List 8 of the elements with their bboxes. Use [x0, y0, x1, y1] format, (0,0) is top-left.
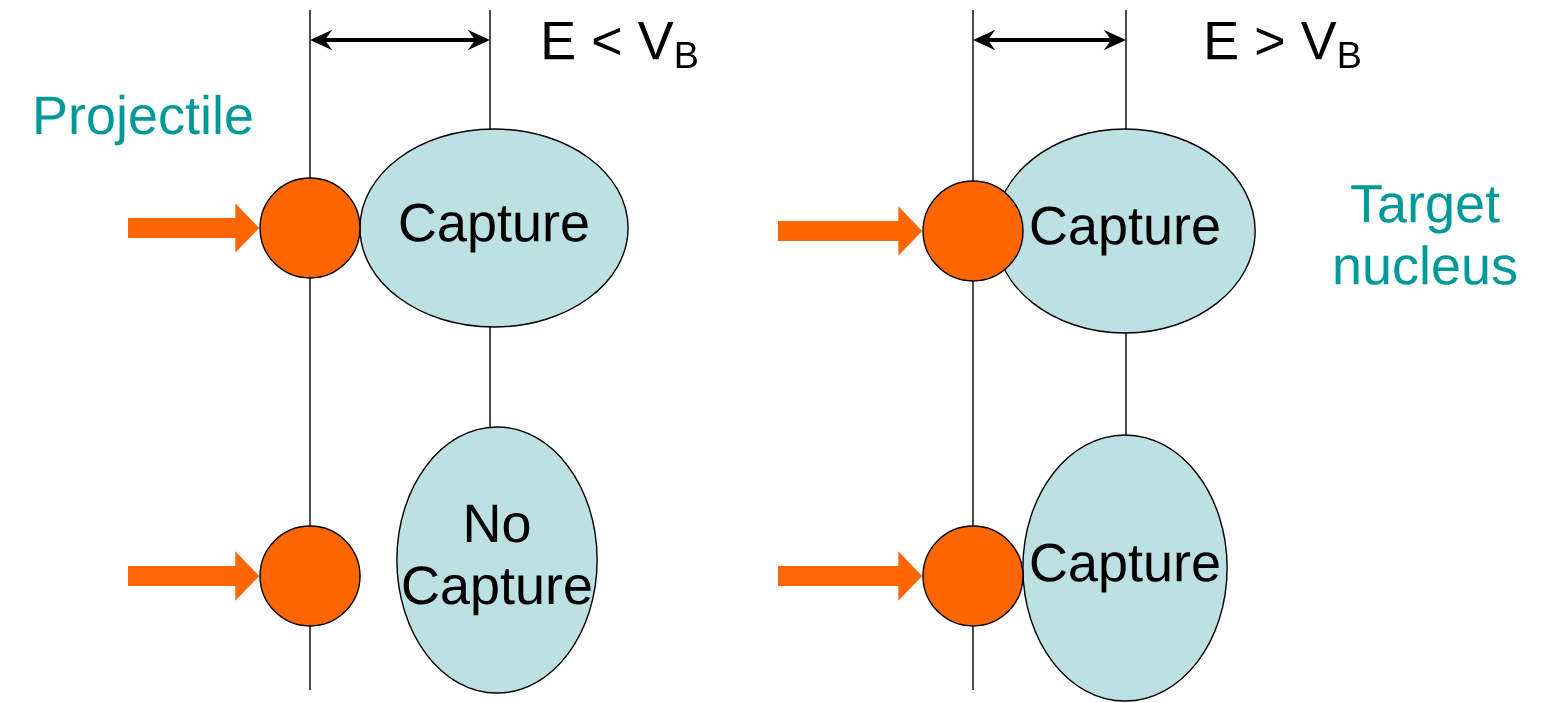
projectile-circle [259, 177, 361, 279]
condition-label: E < V$_{B}$ [544, 22, 697, 68]
caption-label: Target nucleus [1335, 185, 1517, 285]
projectile-circle [922, 180, 1024, 282]
projectile-circle [922, 525, 1024, 627]
condition-label: E > V$_{B}$ [1207, 22, 1360, 68]
projectile-circle [259, 525, 361, 627]
caption-label: Projectile [36, 94, 252, 146]
